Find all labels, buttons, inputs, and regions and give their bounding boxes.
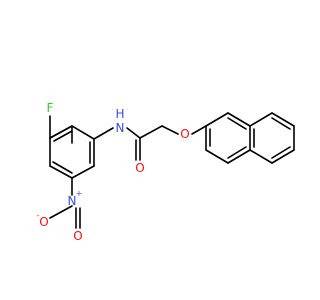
bond [271, 117, 291, 130]
bond [271, 146, 291, 159]
bond [71, 125, 95, 140]
bond [53, 130, 73, 142]
bond [161, 125, 179, 135]
bond [271, 112, 295, 127]
nitro-nitrogen-atom-label: N [68, 194, 77, 208]
bond [126, 127, 141, 139]
bond [52, 161, 73, 174]
amide-nitrogen-atom-label: N [116, 121, 125, 135]
bond [227, 149, 251, 164]
bond [249, 112, 273, 127]
molecule-structure-canvas: F N H O O N + O - O [37, 101, 295, 243]
bond [49, 205, 73, 219]
ether-oxygen-atom-label: O [180, 127, 189, 141]
bond [205, 112, 229, 127]
bond [227, 146, 247, 159]
nitro-oxygen-left-charge: - [37, 211, 40, 220]
bond [139, 125, 163, 139]
bond [49, 125, 73, 139]
nitro-oxygen-left-atom-label: O [39, 215, 48, 229]
fluorine-atom-label: F [47, 101, 54, 115]
bond [227, 117, 247, 130]
molecule-svg: F N H O O N + O - O [37, 101, 295, 243]
bond [71, 165, 95, 179]
carbonyl-oxygen-atom-label: O [135, 161, 144, 175]
bond [227, 112, 251, 127]
bond [191, 125, 207, 135]
bond [249, 149, 273, 164]
bond [205, 149, 229, 164]
bonds [49, 112, 295, 229]
bond [271, 149, 295, 164]
nitro-oxygen-right-atom-label: O [73, 229, 82, 243]
bond [93, 127, 114, 140]
atom-labels: F N H O O N + O - O [37, 101, 190, 243]
amide-hydrogen-atom-label: H [115, 107, 124, 121]
nitro-nitrogen-charge: + [76, 189, 83, 198]
bond [49, 165, 73, 179]
